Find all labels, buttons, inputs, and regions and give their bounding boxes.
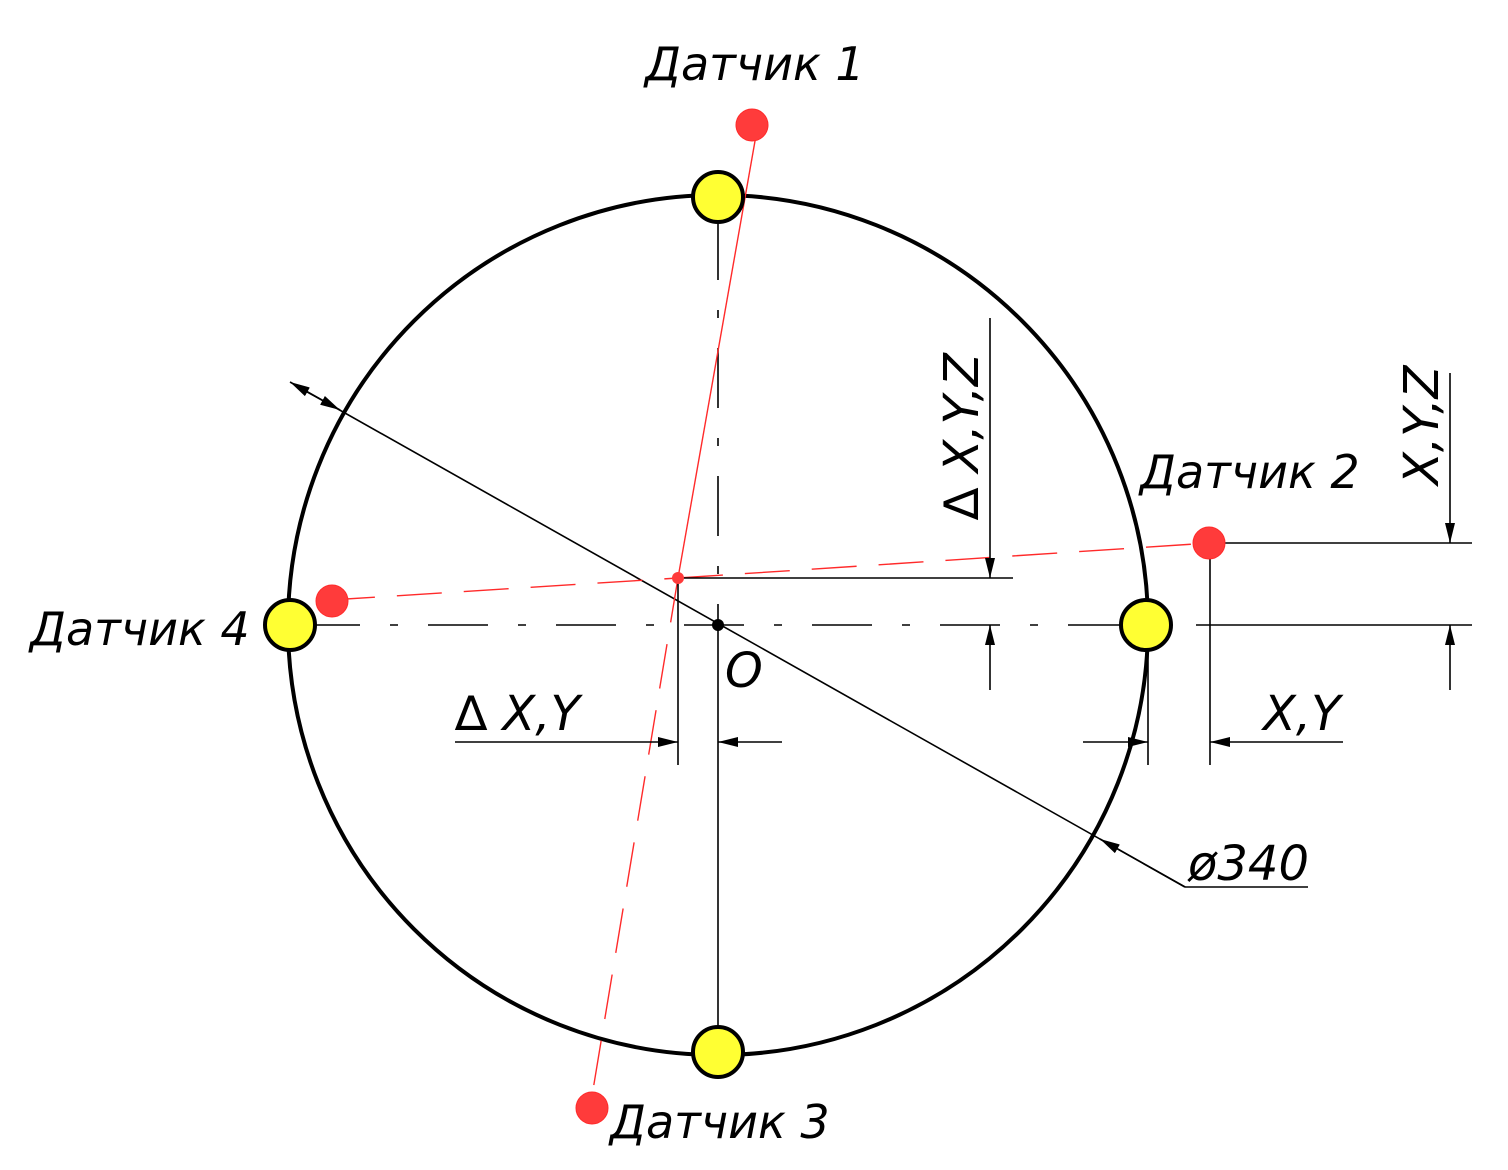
reference-point-bottom bbox=[691, 1025, 745, 1079]
sensor-point-4 bbox=[315, 584, 349, 618]
label-xy: X,Y bbox=[1260, 686, 1344, 742]
sensor-axis-horizontal-right bbox=[677, 542, 1211, 579]
label-center: O bbox=[725, 643, 763, 699]
center-point bbox=[712, 619, 724, 631]
offset-center-point bbox=[672, 572, 684, 584]
label-delta-xy: ∆ X,Y bbox=[454, 686, 584, 742]
diameter-leader bbox=[289, 381, 1186, 888]
reference-point-left bbox=[263, 598, 317, 652]
label-diameter: ø340 bbox=[1187, 836, 1309, 892]
reference-point-top bbox=[691, 170, 745, 224]
label-delta-xyz: ∆ X,Y,Z bbox=[934, 352, 990, 521]
sensor-point-2 bbox=[1192, 526, 1226, 560]
label-xyz: X,Y,Z bbox=[1394, 364, 1450, 488]
sensor-point-1 bbox=[735, 108, 769, 142]
label-sensor-3: Датчик 3 bbox=[608, 1095, 830, 1149]
sensor-axis-vertical-dashed bbox=[589, 577, 679, 1109]
sensor-point-3 bbox=[575, 1091, 609, 1125]
diameter-upper-arrow bbox=[299, 387, 341, 411]
reference-point-right bbox=[1119, 598, 1173, 652]
label-sensor-1: Датчик 1 bbox=[643, 37, 865, 91]
diameter-leader-arrow-lower bbox=[1099, 838, 1186, 888]
label-sensor-4: Датчик 4 bbox=[28, 602, 250, 656]
label-sensor-2: Датчик 2 bbox=[1138, 445, 1360, 499]
sensor-axis-horizontal-dashed bbox=[329, 577, 679, 601]
